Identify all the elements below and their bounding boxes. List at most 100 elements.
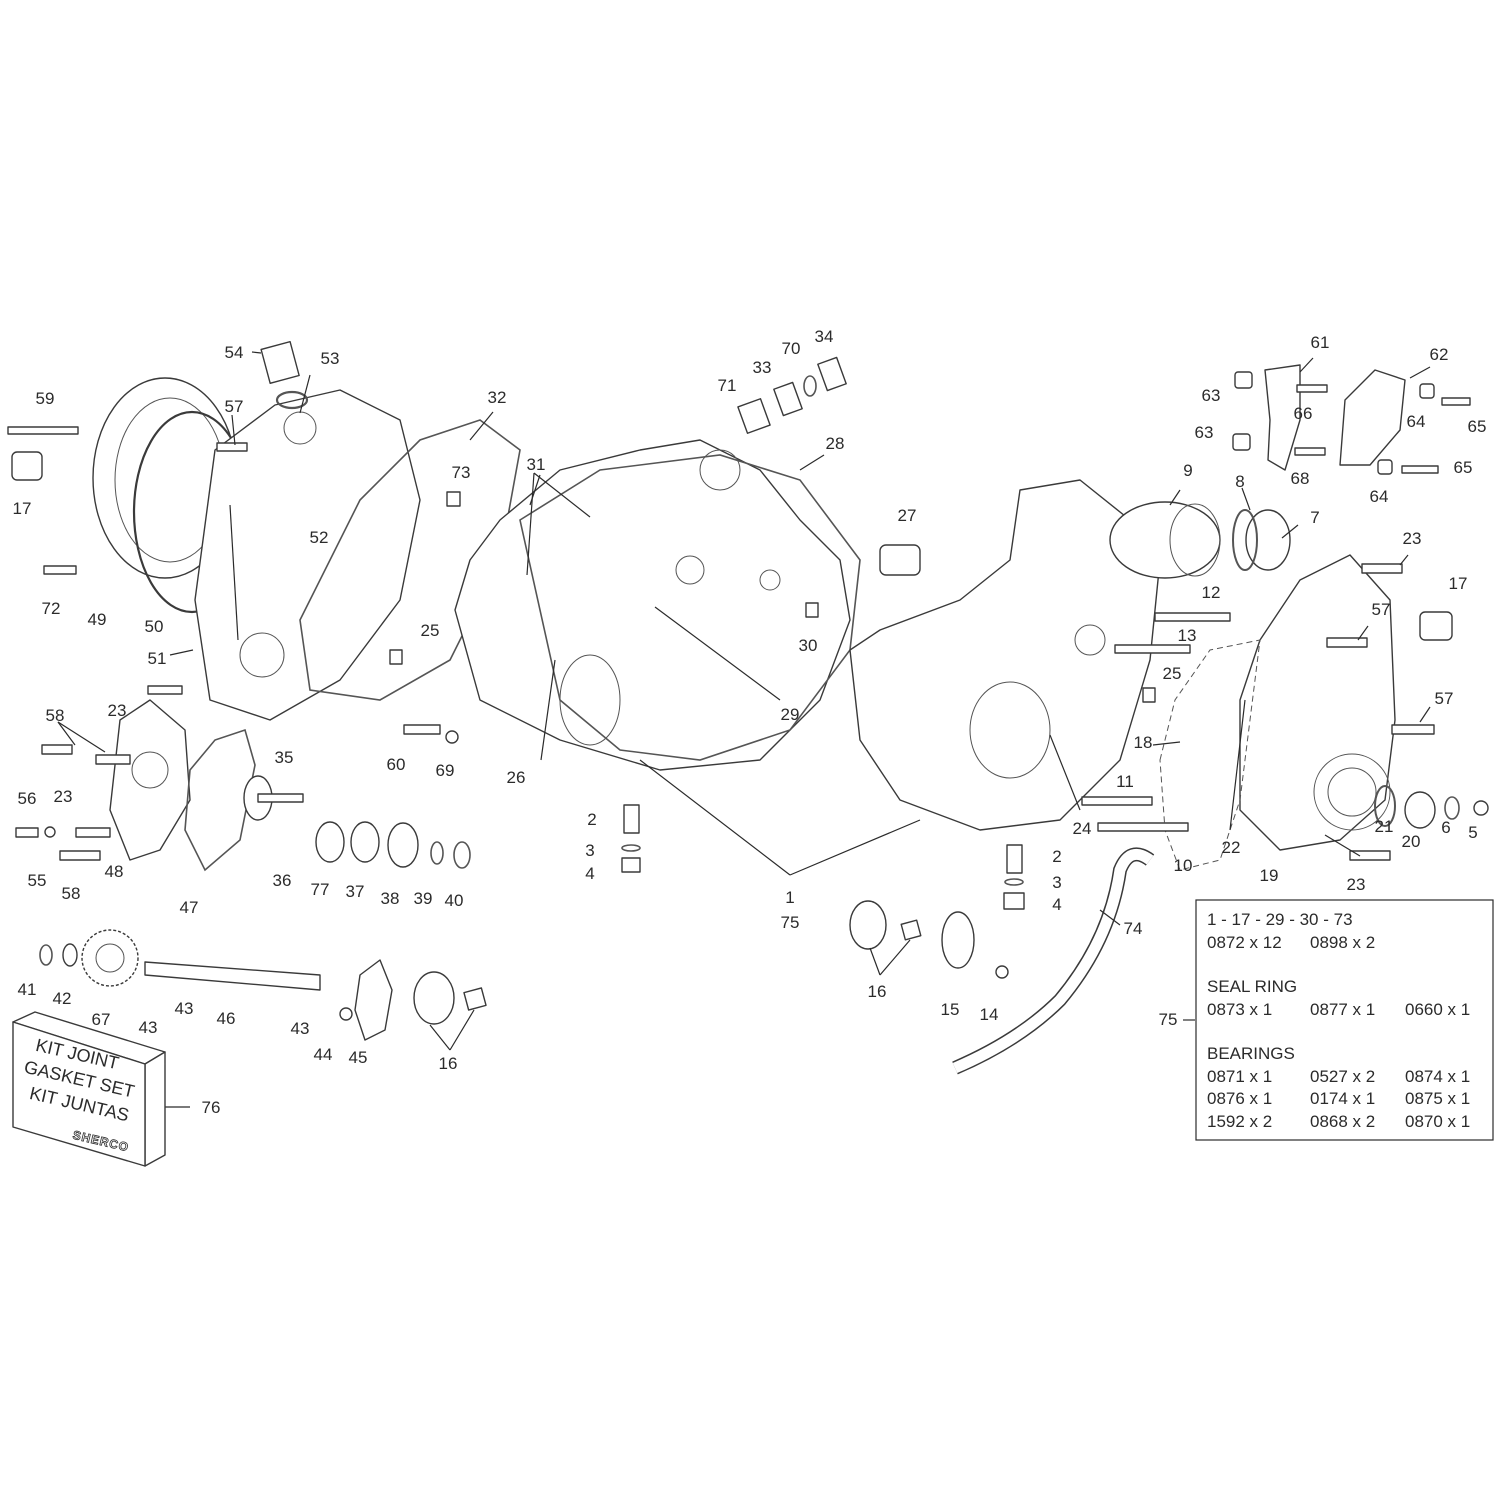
callout-31: 31 (527, 455, 546, 474)
pump-cover-15 (941, 911, 975, 969)
callout-47: 47 (180, 898, 199, 917)
callout-58: 58 (46, 706, 65, 725)
callout-3: 3 (1052, 873, 1061, 892)
callout-44: 44 (314, 1045, 333, 1064)
legend-bearing-2-1: 0876 x 1 (1207, 1089, 1272, 1108)
callout-10: 10 (1174, 856, 1193, 875)
legend-bearing-2-3: 0875 x 1 (1405, 1089, 1470, 1108)
legend-bearing-1-1: 0871 x 1 (1207, 1067, 1272, 1086)
crankcase-left (454, 439, 851, 771)
bracket-61 (1264, 364, 1301, 471)
screen-2a (623, 804, 640, 834)
callout-11: 11 (1116, 772, 1134, 791)
gear-67 (81, 929, 139, 987)
callout-60: 60 (387, 755, 406, 774)
callout-46: 46 (217, 1009, 236, 1028)
callout-71: 71 (718, 376, 737, 395)
callout-21: 21 (1375, 817, 1394, 836)
spring-33 (773, 381, 803, 417)
callout-6: 6 (1441, 818, 1450, 837)
callout-13: 13 (1178, 626, 1197, 645)
water-pump-cover-48 (109, 699, 191, 861)
callout-67: 67 (92, 1010, 111, 1029)
callout-76: 76 (202, 1098, 221, 1117)
shaft-36 (257, 793, 304, 803)
callout-43: 43 (291, 1019, 310, 1038)
legend-row1-a: 0872 x 12 (1207, 933, 1282, 952)
shaft-46 (144, 961, 321, 991)
callout-1: 1 (785, 888, 794, 907)
callout-35: 35 (275, 748, 294, 767)
callout-25: 25 (1163, 664, 1182, 683)
callout-70: 70 (782, 339, 801, 358)
callout-18: 18 (1134, 733, 1153, 752)
callout-20: 20 (1402, 832, 1421, 851)
callout-34: 34 (815, 327, 834, 346)
callout-23: 23 (54, 787, 73, 806)
bolts (7, 384, 1471, 861)
callout-2: 2 (587, 810, 596, 829)
callout-15: 15 (941, 1000, 960, 1019)
callout-40: 40 (445, 891, 464, 910)
screen-2b (1006, 844, 1023, 874)
plug-20 (1404, 791, 1436, 829)
guard-62 (1339, 369, 1406, 466)
callout-16: 16 (439, 1054, 458, 1073)
valve-71 (737, 398, 771, 434)
parts-legend: 1 - 17 - 29 - 30 - 73 0872 x 12 0898 x 2… (1195, 899, 1494, 1141)
legend-frame (1195, 899, 1494, 1141)
callout-14: 14 (980, 1005, 999, 1024)
legend-bearing-2-2: 0174 x 1 (1310, 1089, 1375, 1108)
legend-bearings-title: BEARINGS (1207, 1044, 1295, 1063)
legend-seal-ring-2: 0877 x 1 (1310, 1000, 1375, 1019)
callout-62: 62 (1430, 345, 1449, 364)
callout-72: 72 (42, 599, 61, 618)
part-drawings (7, 340, 1489, 1075)
callout-51: 51 (148, 649, 167, 668)
leader-lines (57, 351, 1431, 1108)
callout-52: 52 (310, 528, 329, 547)
callout-57: 57 (1435, 689, 1454, 708)
cap-17-right (1419, 611, 1453, 641)
callout-41: 41 (18, 980, 37, 999)
callout-23: 23 (1403, 529, 1422, 548)
callout-3: 3 (585, 841, 594, 860)
side-cover-51 (194, 389, 421, 721)
callout-33: 33 (753, 358, 772, 377)
callout-61: 61 (1311, 333, 1330, 352)
legend-seal-ring-1: 0873 x 1 (1207, 1000, 1272, 1019)
callout-28: 28 (826, 434, 845, 453)
callout-63: 63 (1202, 386, 1221, 405)
callout-68: 68 (1291, 469, 1310, 488)
callout-17: 17 (13, 499, 32, 518)
callout-12: 12 (1202, 583, 1221, 602)
callout-26: 26 (507, 768, 526, 787)
bearing-77 (315, 821, 345, 863)
legend-bearing-3-3: 0870 x 1 (1405, 1112, 1470, 1131)
legend-seal-ring-3: 0660 x 1 (1405, 1000, 1470, 1019)
callout-48: 48 (105, 862, 124, 881)
callout-73: 73 (452, 463, 471, 482)
legend-bearing-3-1: 1592 x 2 (1207, 1112, 1272, 1131)
gasket-32 (299, 419, 521, 701)
callout-24: 24 (1073, 819, 1092, 838)
callout-57: 57 (1372, 600, 1391, 619)
callout-23: 23 (1347, 875, 1366, 894)
callout-9: 9 (1183, 461, 1192, 480)
legend-row1-b: 0898 x 2 (1310, 933, 1375, 952)
plug-4b (1003, 892, 1025, 910)
callout-29: 29 (781, 705, 800, 724)
callout-16: 16 (868, 982, 887, 1001)
bearing-38 (387, 822, 419, 868)
callout-5: 5 (1468, 823, 1477, 842)
gasket-18 (1159, 639, 1261, 871)
legend-seal-ring-title: SEAL RING (1207, 977, 1297, 996)
callout-38: 38 (381, 889, 400, 908)
plug-4a (621, 857, 641, 873)
callout-32: 32 (488, 388, 507, 407)
callout-75: 75 (781, 913, 800, 932)
callout-43: 43 (175, 999, 194, 1018)
callout-74: 74 (1124, 919, 1143, 938)
gasket-kit-box: KIT JOINT GASKET SET KIT JUNTAS SHERCO (12, 1011, 166, 1167)
